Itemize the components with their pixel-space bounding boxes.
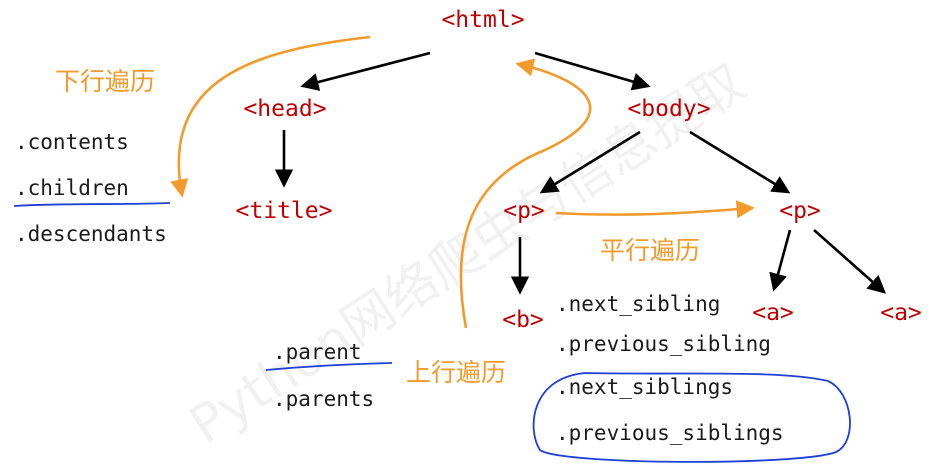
node-html: <html> bbox=[441, 7, 524, 33]
tree-nodes: <html> <head> <body> <title> <p> <p> <b>… bbox=[236, 7, 922, 333]
node-title: <title> bbox=[236, 198, 333, 224]
edge-body-pleft bbox=[539, 130, 641, 194]
node-a-left: <a> bbox=[752, 300, 794, 326]
parallel-traversal-group: 平行遍历 .next_sibling .previous_sibling .ne… bbox=[556, 236, 784, 445]
node-a-right: <a> bbox=[880, 300, 922, 326]
attr-children: .children bbox=[15, 176, 129, 200]
attr-parent: .parent bbox=[273, 340, 362, 364]
attr-descendants: .descendants bbox=[15, 222, 167, 246]
edge-body-pright bbox=[689, 130, 791, 194]
highlight-marks bbox=[13, 202, 851, 463]
children-underline bbox=[13, 202, 171, 207]
attr-next-siblings: .next_siblings bbox=[556, 375, 733, 399]
parallel-traversal-arrow bbox=[555, 200, 755, 219]
edge-html-head bbox=[300, 51, 431, 91]
attr-previous-sibling: .previous_sibling bbox=[556, 332, 771, 356]
upward-traversal-arrow bbox=[459, 58, 592, 329]
node-head: <head> bbox=[243, 96, 326, 122]
downward-traversal-arrow bbox=[170, 35, 371, 198]
node-b: <b> bbox=[502, 307, 544, 333]
parallel-traversal-label: 平行遍历 bbox=[600, 236, 700, 265]
edge-html-body bbox=[534, 51, 651, 91]
downward-traversal-label: 下行遍历 bbox=[55, 67, 155, 96]
traversal-arrows bbox=[170, 35, 755, 329]
attr-next-sibling: .next_sibling bbox=[556, 292, 720, 316]
parent-underline bbox=[265, 362, 393, 371]
upward-traversal-group: 上行遍历 .parent .parents bbox=[273, 340, 506, 411]
node-p-left: <p> bbox=[503, 198, 545, 224]
node-body: <body> bbox=[627, 96, 710, 122]
attr-previous-siblings: .previous_siblings bbox=[556, 421, 784, 445]
downward-traversal-group: 下行遍历 .contents .children .descendants bbox=[15, 67, 167, 246]
edge-pright-aright bbox=[813, 229, 887, 294]
attr-contents: .contents bbox=[15, 130, 129, 154]
node-p-right: <p> bbox=[779, 198, 821, 224]
edge-pright-aleft bbox=[769, 229, 792, 292]
siblings-circle bbox=[532, 372, 851, 463]
tree-edges bbox=[274, 51, 887, 295]
attr-parents: .parents bbox=[273, 387, 374, 411]
upward-traversal-label: 上行遍历 bbox=[406, 358, 506, 387]
